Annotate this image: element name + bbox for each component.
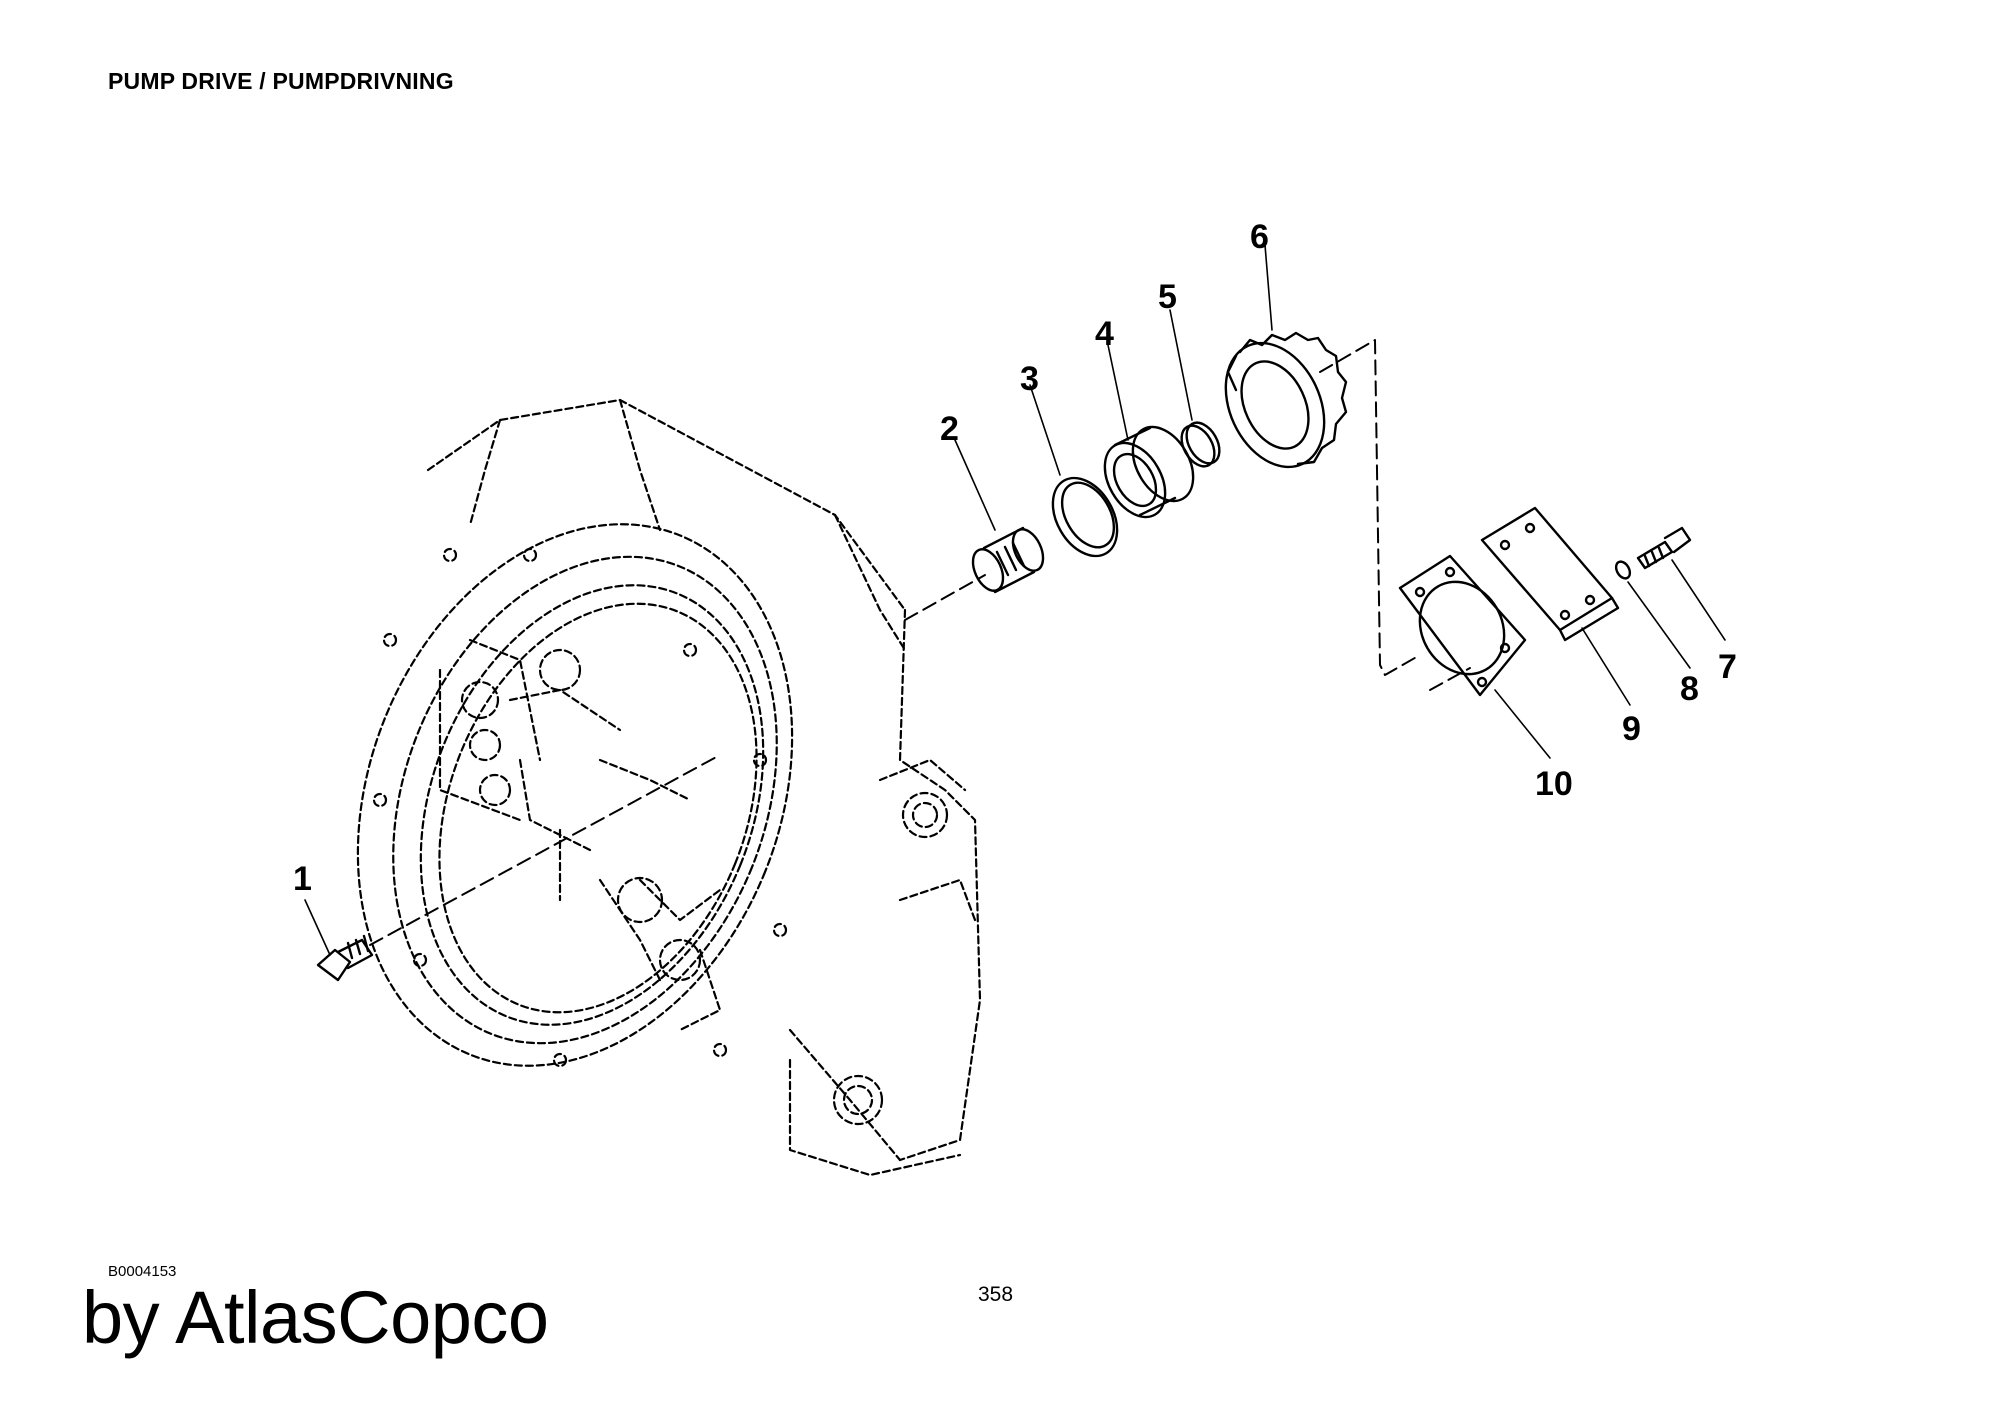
callout-9: 9 [1622,710,1641,748]
leader-3 [1029,384,1061,476]
leader-9 [1581,627,1631,706]
part-1-bolt [316,934,374,982]
flywheel-housing [356,398,982,1177]
page-number: 358 [978,1283,1014,1306]
leader-10 [1494,689,1551,759]
part-5-snap-ring [1180,421,1221,468]
callout-8: 8 [1680,670,1699,708]
callout-7: 7 [1718,648,1737,686]
drawing-id: B0004153 [108,1263,177,1280]
leader-4 [1107,344,1129,441]
brand-watermark: by AtlasCopco [82,1276,549,1359]
part-8-washer [1614,560,1632,580]
part-3-snap-ring [1051,476,1119,558]
callout-10: 10 [1535,765,1573,803]
leader-1 [304,899,331,956]
callout-5: 5 [1158,278,1177,316]
leader-8 [1627,581,1691,669]
part-9-cover-plate [1480,506,1620,642]
leader-2 [954,439,996,531]
callout-1: 1 [293,860,312,898]
part-10-gasket [1398,554,1527,697]
part-6-gear [1224,331,1348,469]
part-7-bolt [1636,526,1692,570]
leader-7 [1671,559,1726,641]
callout-3: 3 [1020,360,1039,398]
callout-2: 2 [940,410,959,448]
callout-6: 6 [1250,218,1269,256]
callout-4: 4 [1095,315,1114,353]
assembly-axis-lines [369,339,1471,946]
part-2-sleeve [971,526,1045,594]
leader-5 [1169,309,1193,421]
page-title: PUMP DRIVE / PUMPDRIVNING [108,68,454,94]
leader-6 [1264,244,1273,331]
